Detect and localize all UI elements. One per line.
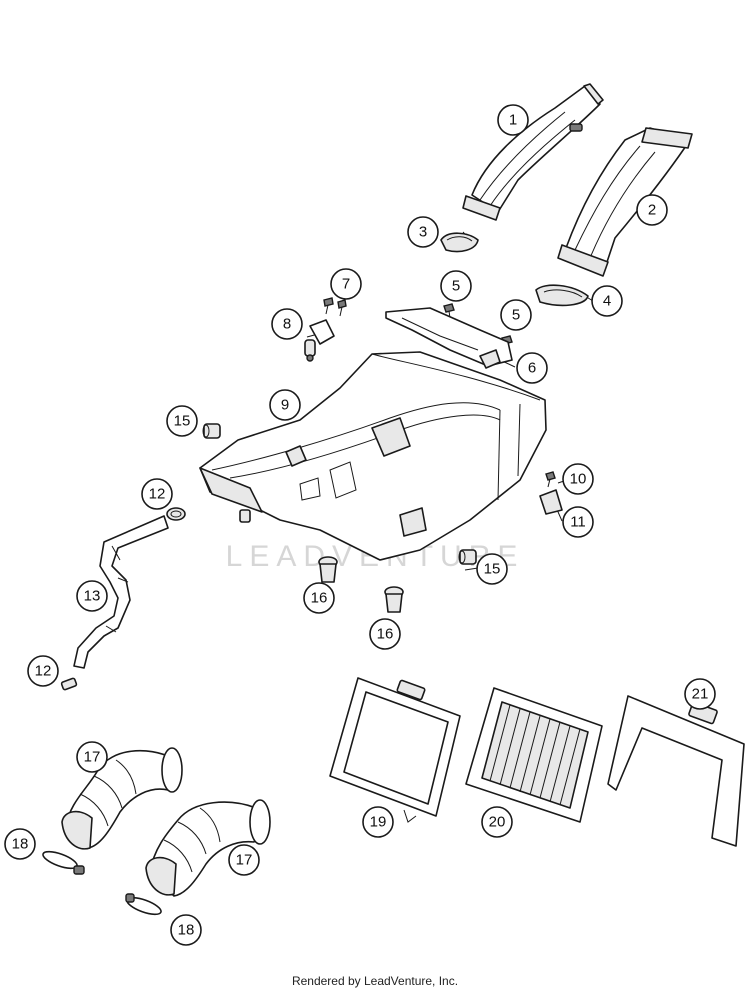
callout-15[interactable]: 15 bbox=[166, 405, 198, 437]
callout-7[interactable]: 7 bbox=[330, 268, 362, 300]
svg-text:5: 5 bbox=[512, 307, 520, 324]
part-19-filter-cage[interactable] bbox=[329, 677, 461, 823]
svg-text:12: 12 bbox=[35, 663, 52, 680]
callout-18[interactable]: 18 bbox=[170, 914, 202, 946]
callout-17[interactable]: 17 bbox=[228, 844, 260, 876]
svg-text:12: 12 bbox=[149, 486, 166, 503]
svg-text:21: 21 bbox=[692, 686, 709, 703]
part-4-seal[interactable] bbox=[535, 284, 589, 307]
part-17-intake-boot[interactable] bbox=[145, 799, 271, 897]
part-6-cover[interactable] bbox=[385, 307, 513, 369]
svg-text:2: 2 bbox=[648, 202, 656, 219]
part-15-plug[interactable] bbox=[458, 549, 477, 565]
part-8-sensor[interactable] bbox=[304, 319, 335, 362]
callout-8[interactable]: 8 bbox=[271, 308, 303, 340]
callout-21[interactable]: 21 bbox=[684, 678, 716, 710]
callout-5[interactable]: 5 bbox=[500, 299, 532, 331]
svg-text:16: 16 bbox=[377, 626, 394, 643]
callout-2[interactable]: 2 bbox=[636, 194, 668, 226]
svg-text:19: 19 bbox=[370, 814, 387, 831]
callout-12[interactable]: 12 bbox=[141, 478, 173, 510]
footer-credit: Rendered by LeadVenture, Inc. bbox=[291, 974, 459, 988]
svg-text:11: 11 bbox=[570, 514, 586, 531]
callout-16[interactable]: 16 bbox=[303, 582, 335, 614]
callout-20[interactable]: 20 bbox=[481, 806, 513, 838]
callout-10[interactable]: 10 bbox=[562, 463, 594, 495]
part-18-hose-clamp[interactable] bbox=[41, 848, 85, 875]
callout-19[interactable]: 19 bbox=[362, 806, 394, 838]
svg-text:18: 18 bbox=[178, 922, 195, 939]
svg-text:17: 17 bbox=[236, 852, 253, 869]
svg-text:15: 15 bbox=[174, 413, 191, 430]
svg-text:15: 15 bbox=[484, 561, 501, 578]
part-17-intake-boot[interactable] bbox=[61, 747, 183, 850]
svg-text:4: 4 bbox=[603, 293, 611, 310]
svg-text:10: 10 bbox=[570, 471, 587, 488]
callout-5[interactable]: 5 bbox=[440, 270, 472, 302]
callout-6[interactable]: 6 bbox=[516, 352, 548, 384]
callout-16[interactable]: 16 bbox=[369, 618, 401, 650]
part-15-plug[interactable] bbox=[202, 423, 221, 439]
callout-18[interactable]: 18 bbox=[4, 828, 36, 860]
part-2-intake-duct[interactable] bbox=[557, 127, 693, 277]
callout-15[interactable]: 15 bbox=[476, 553, 508, 585]
svg-text:17: 17 bbox=[84, 749, 101, 766]
part-13-hose[interactable] bbox=[73, 515, 169, 669]
callout-9[interactable]: 9 bbox=[269, 389, 301, 421]
part-16-grommet[interactable] bbox=[318, 556, 338, 583]
part-11-clip[interactable] bbox=[539, 489, 563, 515]
svg-text:7: 7 bbox=[342, 276, 350, 293]
part-7-screw[interactable] bbox=[323, 297, 347, 317]
svg-text:5: 5 bbox=[452, 278, 460, 295]
svg-text:20: 20 bbox=[489, 814, 506, 831]
part-3-seal[interactable] bbox=[440, 232, 479, 253]
part-12-clamp[interactable] bbox=[60, 677, 78, 691]
svg-text:9: 9 bbox=[281, 397, 289, 414]
svg-text:8: 8 bbox=[283, 316, 291, 333]
callout-17[interactable]: 17 bbox=[76, 741, 108, 773]
callout-1[interactable]: 1 bbox=[497, 104, 529, 136]
callout-3[interactable]: 3 bbox=[407, 216, 439, 248]
part-1-intake-duct[interactable] bbox=[462, 83, 604, 221]
callout-13[interactable]: 13 bbox=[76, 580, 108, 612]
svg-text:13: 13 bbox=[84, 588, 101, 605]
svg-text:18: 18 bbox=[12, 836, 29, 853]
callout-12[interactable]: 12 bbox=[27, 655, 59, 687]
part-12-clamp[interactable] bbox=[166, 507, 186, 521]
part-9-airbox[interactable] bbox=[199, 351, 547, 561]
svg-text:3: 3 bbox=[419, 224, 427, 241]
part-20-air-filter[interactable] bbox=[465, 687, 603, 823]
svg-text:16: 16 bbox=[311, 590, 328, 607]
part-16-grommet[interactable] bbox=[384, 586, 404, 613]
callout-11[interactable]: 11 bbox=[562, 506, 594, 538]
part-21-cover[interactable] bbox=[607, 695, 745, 847]
svg-text:6: 6 bbox=[528, 360, 536, 377]
part-18-hose-clamp[interactable] bbox=[125, 893, 163, 918]
part-10-screw[interactable] bbox=[545, 471, 556, 488]
callout-4[interactable]: 4 bbox=[591, 285, 623, 317]
svg-text:1: 1 bbox=[509, 112, 517, 129]
